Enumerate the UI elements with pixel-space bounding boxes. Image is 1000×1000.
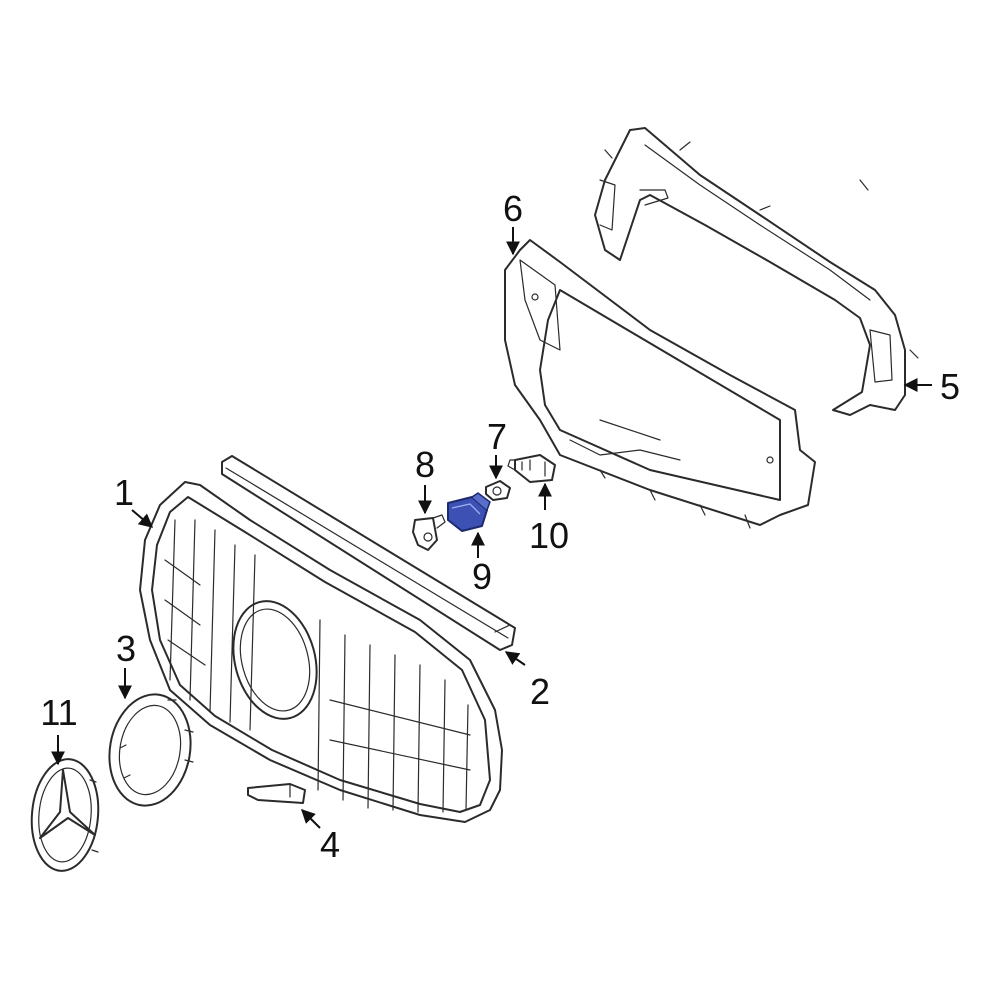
- leader-1: [131, 509, 154, 528]
- callout-labels: 1 2 3 4 5 6 7 8 9 10 11: [40, 188, 960, 865]
- leader-2: [504, 651, 526, 666]
- part-4-cover-piece[interactable]: [247, 783, 306, 804]
- callout-6: 6: [503, 188, 523, 229]
- callout-10: 10: [529, 515, 569, 556]
- leader-4: [301, 809, 321, 829]
- callout-2: 2: [530, 671, 550, 712]
- callout-1: 1: [114, 472, 134, 513]
- callout-9: 9: [472, 556, 492, 597]
- part-2-seal-strip[interactable]: [221, 455, 516, 651]
- callout-7: 7: [487, 416, 507, 457]
- part-6-air-duct-frame[interactable]: [504, 239, 816, 529]
- part-1-grille[interactable]: [139, 481, 503, 823]
- callout-4: 4: [320, 824, 340, 865]
- part-10-connector[interactable]: [507, 454, 556, 483]
- part-11-star-emblem[interactable]: [27, 756, 103, 873]
- callout-leaders: [51, 227, 932, 829]
- callout-11: 11: [40, 692, 77, 733]
- part-8-sensor-bracket[interactable]: [412, 514, 446, 551]
- callout-8: 8: [415, 444, 435, 485]
- part-3-emblem-ring[interactable]: [101, 688, 199, 812]
- part-9-sensor-highlighted[interactable]: [447, 492, 491, 532]
- callout-5: 5: [940, 366, 960, 407]
- part-5-support-frame[interactable]: [594, 127, 919, 416]
- part-7-sensor-plug[interactable]: [485, 480, 511, 501]
- callout-3: 3: [116, 628, 136, 669]
